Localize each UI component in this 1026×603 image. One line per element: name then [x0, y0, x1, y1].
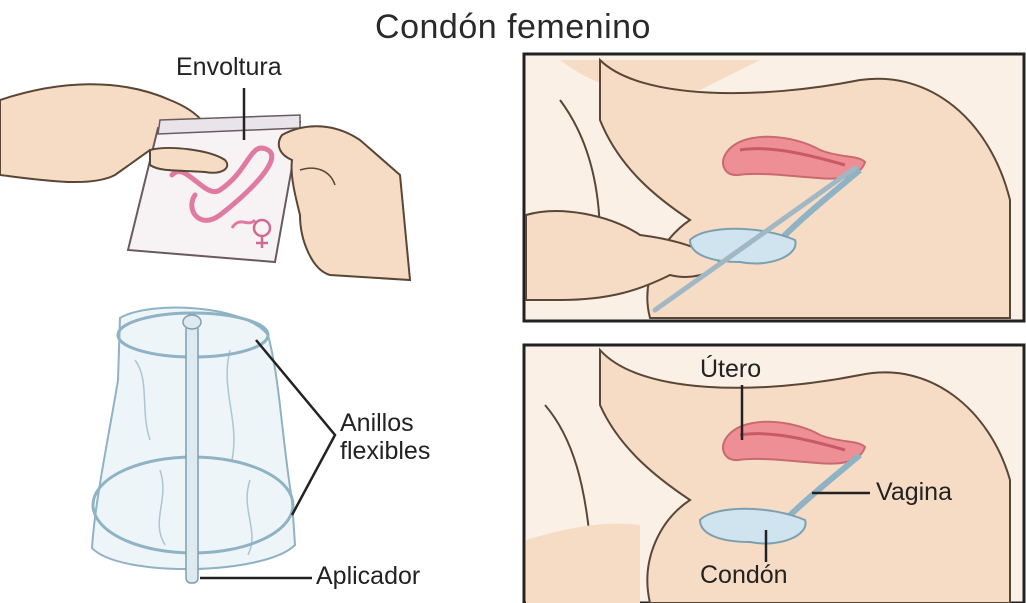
label-vagina: Vagina [876, 479, 952, 507]
label-condon: Condón [700, 562, 788, 590]
label-utero: Útero [700, 356, 761, 384]
label-aplicador: Aplicador [316, 563, 420, 591]
hands-with-wrapper-illustration [0, 84, 410, 280]
label-anillos-line2: flexibles [340, 438, 430, 466]
insertion-panel-top [524, 54, 1024, 321]
label-envoltura: Envoltura [176, 54, 282, 82]
female-condom-illustration [92, 308, 335, 583]
label-anillos-flexibles: Anillos flexibles [340, 410, 430, 465]
label-anillos-line1: Anillos [340, 410, 430, 438]
